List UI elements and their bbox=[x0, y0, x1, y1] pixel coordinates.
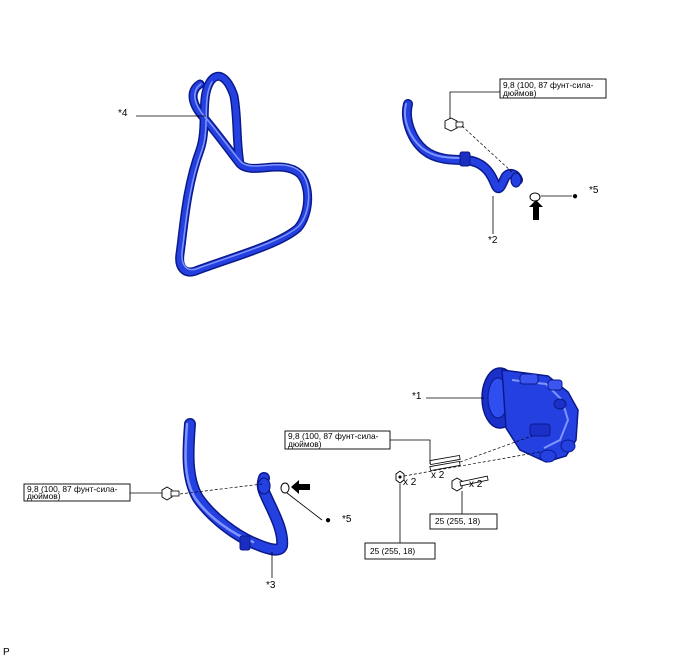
callout-hose-lower: *3 bbox=[266, 580, 276, 591]
torque-box-nut bbox=[364, 542, 436, 560]
torque-upper-line2: дюймов) bbox=[503, 88, 537, 98]
qty-stud: x 2 bbox=[469, 479, 483, 490]
drive-belt bbox=[175, 71, 313, 277]
callout-oring-upper: *5 bbox=[589, 185, 599, 196]
stud-bolt-icon bbox=[451, 475, 489, 492]
torque-box-stud bbox=[429, 513, 498, 530]
ac-compressor bbox=[481, 367, 579, 463]
o-ring-icon bbox=[529, 192, 541, 202]
bolt-icon-lower bbox=[161, 486, 180, 501]
leader-oring-lower bbox=[286, 492, 323, 521]
bullet-lower: ● bbox=[325, 515, 331, 526]
leader-bolt-upper bbox=[449, 91, 500, 119]
torque-upper-line1: 9,8 (100, 87 фунт-сила- bbox=[503, 80, 594, 90]
hose-fitting bbox=[459, 151, 471, 167]
arrow-up-icon bbox=[529, 200, 543, 220]
o-ring-icon-lower bbox=[280, 482, 290, 494]
callout-compressor: *1 bbox=[412, 391, 422, 402]
long-bolt-icon bbox=[429, 454, 461, 472]
hose-end-fitting bbox=[510, 172, 522, 188]
bullet-upper: ● bbox=[572, 191, 578, 202]
torque-compressor-line2: дюймов) bbox=[288, 439, 322, 449]
assembly-line-lower bbox=[179, 483, 263, 495]
assembly-line-nut bbox=[403, 451, 541, 477]
bolt-icon bbox=[444, 117, 464, 132]
torque-box-upper bbox=[499, 78, 607, 99]
suction-hose-lower bbox=[182, 418, 289, 556]
torque-lower-line2: дюймов) bbox=[27, 491, 61, 501]
qty-bolt: x 2 bbox=[431, 470, 445, 481]
arrow-left-icon bbox=[291, 480, 310, 494]
hose-end-fitting-lower bbox=[257, 477, 271, 495]
assembly-line-bolt bbox=[459, 435, 533, 463]
torque-box-compressor bbox=[284, 430, 391, 450]
nut-icon bbox=[395, 470, 405, 484]
torque-nut: 25 (255, 18) bbox=[370, 546, 415, 556]
hose-fitting-lower bbox=[239, 535, 251, 551]
figure-code: P bbox=[3, 647, 10, 658]
torque-box-lower bbox=[23, 483, 131, 502]
leader-bolt-compressor bbox=[390, 439, 431, 464]
callout-hose-upper: *2 bbox=[488, 235, 498, 246]
callout-oring-lower: *5 bbox=[342, 514, 352, 525]
discharge-hose-upper bbox=[402, 99, 523, 194]
callout-belt: *4 bbox=[118, 108, 128, 119]
torque-lower-line1: 9,8 (100, 87 фунт-сила- bbox=[27, 484, 118, 494]
qty-nut: x 2 bbox=[403, 477, 417, 488]
torque-compressor-line1: 9,8 (100, 87 фунт-сила- bbox=[288, 431, 379, 441]
assembly-line-upper bbox=[461, 125, 513, 173]
torque-stud: 25 (255, 18) bbox=[435, 516, 480, 526]
